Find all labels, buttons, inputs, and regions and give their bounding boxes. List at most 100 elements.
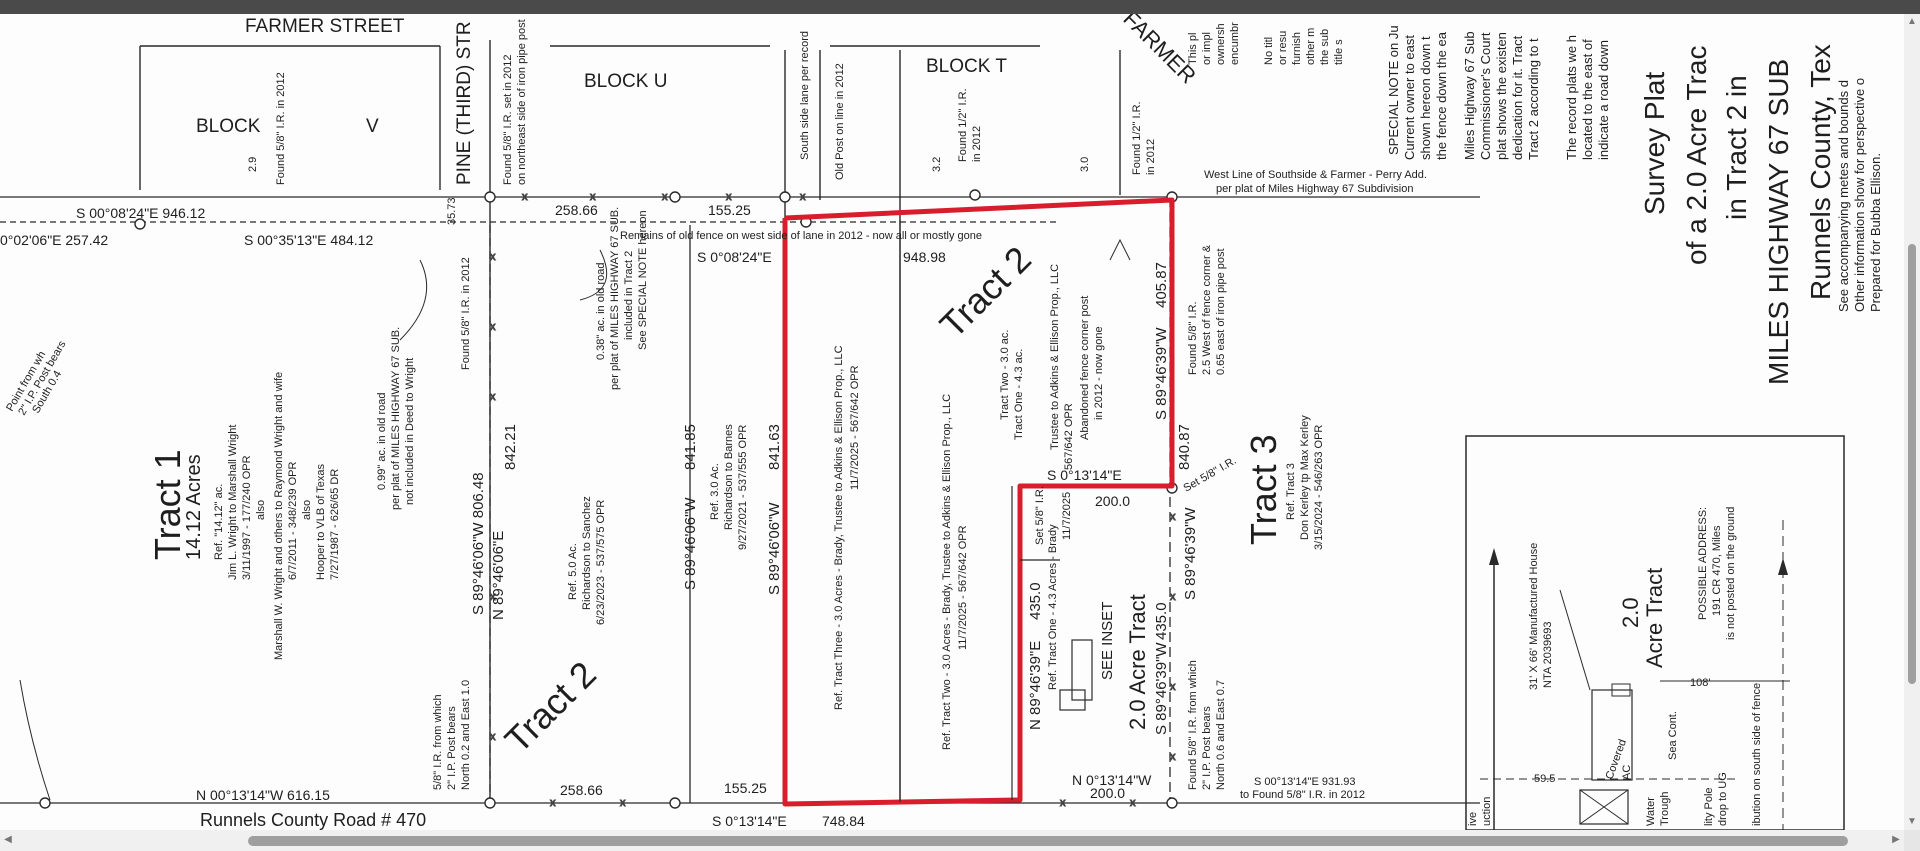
note-4: South side lane per record bbox=[799, 31, 811, 160]
horizontal-scrollbar[interactable]: ◀ ▶ bbox=[0, 830, 1904, 851]
vbearing-12: 435.0 bbox=[1027, 582, 1044, 620]
disclaimer-4: encumbr bbox=[1229, 22, 1241, 65]
bearing-9: 155.25 bbox=[724, 780, 767, 796]
note-13: Found 5/8" I.R. in 2012 bbox=[460, 257, 472, 370]
inset-label-5: Sea Cont. bbox=[1667, 711, 1679, 760]
vbearing-1: S 89°46'06"W 806.48 bbox=[470, 472, 487, 615]
inset-label-1: 31' X 66' Manufactured House bbox=[1528, 543, 1540, 690]
viewer-top-bar bbox=[0, 0, 1920, 14]
svg-text:x: x bbox=[1060, 797, 1066, 809]
title-line-5: Runnels County, Tex bbox=[1805, 44, 1836, 300]
svg-text:x: x bbox=[1170, 751, 1176, 763]
scroll-up-arrow-icon[interactable]: ▲ bbox=[1907, 16, 1917, 27]
tract-1-acres: 14.12 Acres bbox=[183, 454, 205, 560]
special-note-3: shown hereon down t bbox=[1418, 36, 1433, 160]
note-27: Ref. Tract Three - 3.0 Acres - Brady, Tr… bbox=[833, 345, 845, 710]
vbearing-5: 841.85 bbox=[682, 424, 699, 470]
note-11: per plat of Miles Highway 67 Subdivision bbox=[1216, 183, 1414, 195]
svg-text:x: x bbox=[490, 251, 496, 263]
bearing-11: 748.84 bbox=[822, 813, 865, 829]
svg-text:x: x bbox=[490, 731, 496, 743]
bearing-15: N 0°13'14"W bbox=[1072, 772, 1152, 788]
note-60: Marshall W. Wright and others to Raymond… bbox=[273, 372, 285, 660]
note-18: 0.99" ac. in old road bbox=[376, 393, 388, 490]
bearing-3: S 00°35'13"E 484.12 bbox=[244, 232, 373, 248]
note-64: 7/27/1987 - 626/65 DR bbox=[329, 469, 341, 580]
note-49: North 0.6 and East 0.7 bbox=[1215, 680, 1227, 790]
vbearing-2: N 89°46'06"E bbox=[490, 531, 507, 620]
scrollbar-corner bbox=[1904, 830, 1920, 851]
scroll-left-arrow-icon[interactable]: ◀ bbox=[4, 834, 12, 845]
svg-text:x: x bbox=[726, 191, 732, 203]
svg-text:x: x bbox=[1170, 681, 1176, 693]
note-55: 3/15/2024 - 546/263 OPR bbox=[1313, 425, 1325, 550]
disclaimer-2: or impl bbox=[1201, 32, 1213, 65]
bearing-labels: S 00°08'24"E 946.12 0°02'06"E 257.42 S 0… bbox=[0, 197, 1365, 829]
note-35: Abandoned fence corner post bbox=[1079, 296, 1091, 440]
note-3: on northeast side of iron pipe post bbox=[516, 19, 528, 185]
inset-label-11: 191 CR 470, Miles bbox=[1711, 525, 1723, 616]
vbearing-10: 840.87 bbox=[1176, 424, 1193, 470]
scroll-right-arrow-icon[interactable]: ▶ bbox=[1892, 834, 1900, 845]
svg-text:x: x bbox=[800, 191, 806, 203]
vbearing-6: S 89°46'06"W bbox=[766, 502, 783, 595]
note-67: 3.0 bbox=[1079, 157, 1091, 172]
disclaimer-10: title s bbox=[1333, 39, 1345, 65]
disclaimer-6: or resu bbox=[1277, 31, 1289, 65]
tract-3-label: Tract 3 bbox=[1243, 434, 1284, 545]
tract-1-label: Tract 1 bbox=[147, 449, 188, 560]
block-v-label: BLOCK bbox=[196, 116, 261, 137]
vertical-scroll-thumb[interactable] bbox=[1908, 244, 1916, 684]
pine-street-label: PINE (THIRD) STR bbox=[454, 21, 475, 185]
special-note-10: The record plats we h bbox=[1564, 35, 1579, 160]
tract-2-label-lower: Tract 2 bbox=[497, 653, 604, 760]
leader-lines bbox=[19, 238, 1591, 801]
title-line-7: Other information show for perspective o bbox=[1852, 78, 1867, 312]
note-12: Remains of old fence on west side of lan… bbox=[620, 230, 982, 242]
disclaimer-5: No titl bbox=[1263, 37, 1275, 65]
monuments bbox=[39, 189, 1178, 809]
inset-label-2: NTA 2039693 bbox=[1542, 622, 1554, 688]
note-28: 11/7/2025 - 567/642 OPR bbox=[849, 365, 861, 490]
inset-label-7: 59.5 bbox=[1534, 773, 1555, 785]
house-sketch bbox=[1059, 639, 1093, 711]
inset-label-19: uction bbox=[1481, 797, 1493, 826]
bearing-5: 155.25 bbox=[708, 202, 751, 218]
plat-viewport: x x x x x x x x x x x x x x x x x x bbox=[0, 14, 1904, 830]
inset-label-13: Water bbox=[1645, 797, 1657, 826]
note-6: Found 1/2" I.R. bbox=[957, 88, 969, 162]
county-road-label: Runnels County Road # 470 bbox=[200, 810, 426, 830]
bearing-19: 35.73 bbox=[446, 197, 458, 225]
bearing-18: to Found 5/8" I.R. in 2012 bbox=[1240, 789, 1365, 801]
block-t-label: BLOCK T bbox=[926, 56, 1007, 77]
note-38: 2.5 West of fence corner & bbox=[1201, 244, 1213, 375]
inset-label-15: lity Pole bbox=[1703, 787, 1715, 826]
note-45: 2" I.P. Post bears bbox=[446, 706, 458, 790]
note-30: 11/7/2025 - 567/642 OPR bbox=[957, 525, 969, 650]
vertical-scrollbar[interactable]: ▲ ▼ bbox=[1904, 14, 1920, 830]
bearing-4: 258.66 bbox=[555, 202, 598, 218]
inset-label-8: 2.0 bbox=[1618, 597, 1643, 628]
svg-text:x: x bbox=[550, 797, 556, 809]
svg-text:x: x bbox=[620, 797, 626, 809]
note-31: Tract Two - 3.0 ac. bbox=[999, 330, 1011, 420]
note-44: 5/8" I.R. from which bbox=[432, 694, 444, 790]
title-line-6: See accompanying metes and bounds d bbox=[1836, 80, 1851, 312]
block-v-letter: V bbox=[366, 116, 379, 137]
horizontal-scroll-thumb[interactable] bbox=[248, 836, 1848, 846]
special-note-11: located to the east of bbox=[1580, 39, 1595, 160]
svg-text:x: x bbox=[590, 191, 596, 203]
bearing-10: S 0°13'14"E bbox=[712, 813, 787, 829]
inset-label-9: Acre Tract bbox=[1642, 568, 1667, 668]
bearing-16: 200.0 bbox=[1090, 785, 1125, 801]
note-63: Hooper to VLB of Texas bbox=[315, 464, 327, 580]
see-inset-label[interactable]: SEE INSET bbox=[1099, 602, 1116, 680]
note-8: Found 1/2" I.R. bbox=[1131, 101, 1143, 175]
special-notes: SPECIAL NOTE on Ju Current owner to east… bbox=[1386, 25, 1611, 160]
note-17: See SPECIAL NOTE hereon bbox=[637, 210, 649, 350]
note-41: Ref. Tract One - 4.3 Acres - Brady bbox=[1047, 524, 1059, 690]
note-36: in 2012 - now gone bbox=[1093, 326, 1105, 420]
note-24: Ref. 3.0 Ac. bbox=[709, 463, 721, 520]
scroll-down-arrow-icon[interactable]: ▼ bbox=[1907, 816, 1917, 827]
acre-tract-label: 2.0 Acre Tract bbox=[1125, 594, 1150, 730]
